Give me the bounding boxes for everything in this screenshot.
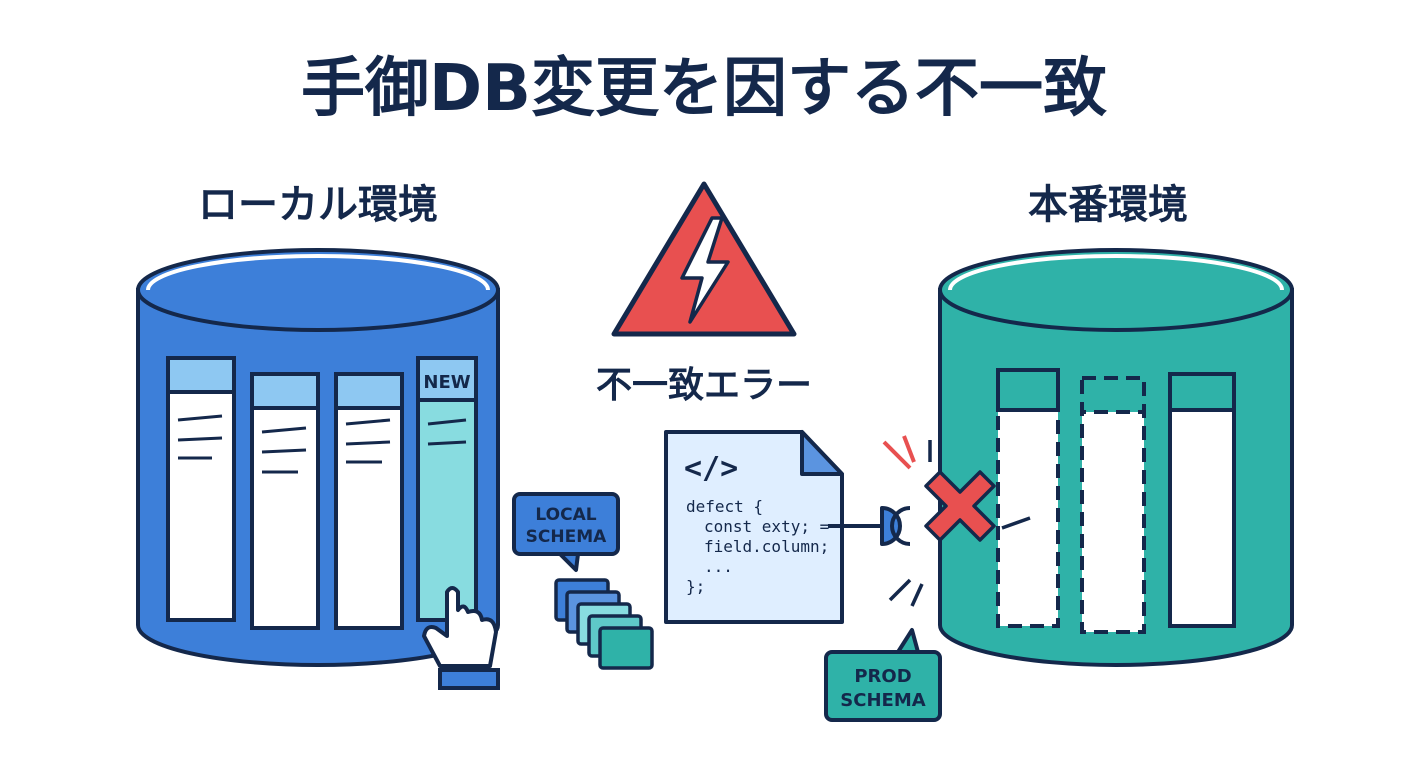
local-column-1 — [166, 356, 236, 622]
code-line-1: defect { — [686, 497, 763, 516]
page-title: 手御DB変更を因する不一致 — [301, 52, 1107, 126]
local-env-label: ローカル環境 — [198, 182, 438, 228]
code-icon: </> — [684, 451, 738, 486]
new-column-tag: NEW — [423, 372, 470, 393]
plug-icon — [828, 506, 911, 546]
local-column-2 — [250, 372, 320, 630]
prod-column-3 — [1168, 372, 1236, 628]
prod-schema-line2: SCHEMA — [840, 690, 925, 711]
prod-schema-line1: PROD — [854, 666, 911, 687]
prod-env-label: 本番環境 — [1028, 182, 1188, 228]
code-line-5: }; — [686, 577, 705, 596]
code-line-3: field.column; — [704, 537, 829, 556]
prod-database — [938, 248, 1294, 667]
code-line-4: ... — [704, 557, 733, 576]
local-schema-badge: LOCAL SCHEMA — [512, 492, 620, 572]
local-column-new: NEW — [416, 356, 478, 622]
local-schema-line2: SCHEMA — [526, 527, 607, 547]
local-schema-line1: LOCAL — [535, 505, 596, 525]
pointing-hand-icon — [422, 586, 500, 690]
prod-column-missing — [1080, 376, 1146, 634]
schema-card-stack — [554, 578, 654, 670]
prod-schema-badge: PROD SCHEMA — [824, 628, 942, 722]
code-line-2: const exty; = — [704, 517, 829, 536]
mismatch-error-label: 不一致エラー — [596, 365, 812, 406]
lightning-warning-icon — [611, 181, 797, 337]
local-database: NEW — [136, 248, 500, 667]
code-document: </> defect { const exty; = field.column;… — [664, 430, 844, 624]
prod-column-1 — [996, 368, 1060, 628]
red-x-icon — [882, 435, 1049, 607]
local-column-3 — [334, 372, 404, 630]
